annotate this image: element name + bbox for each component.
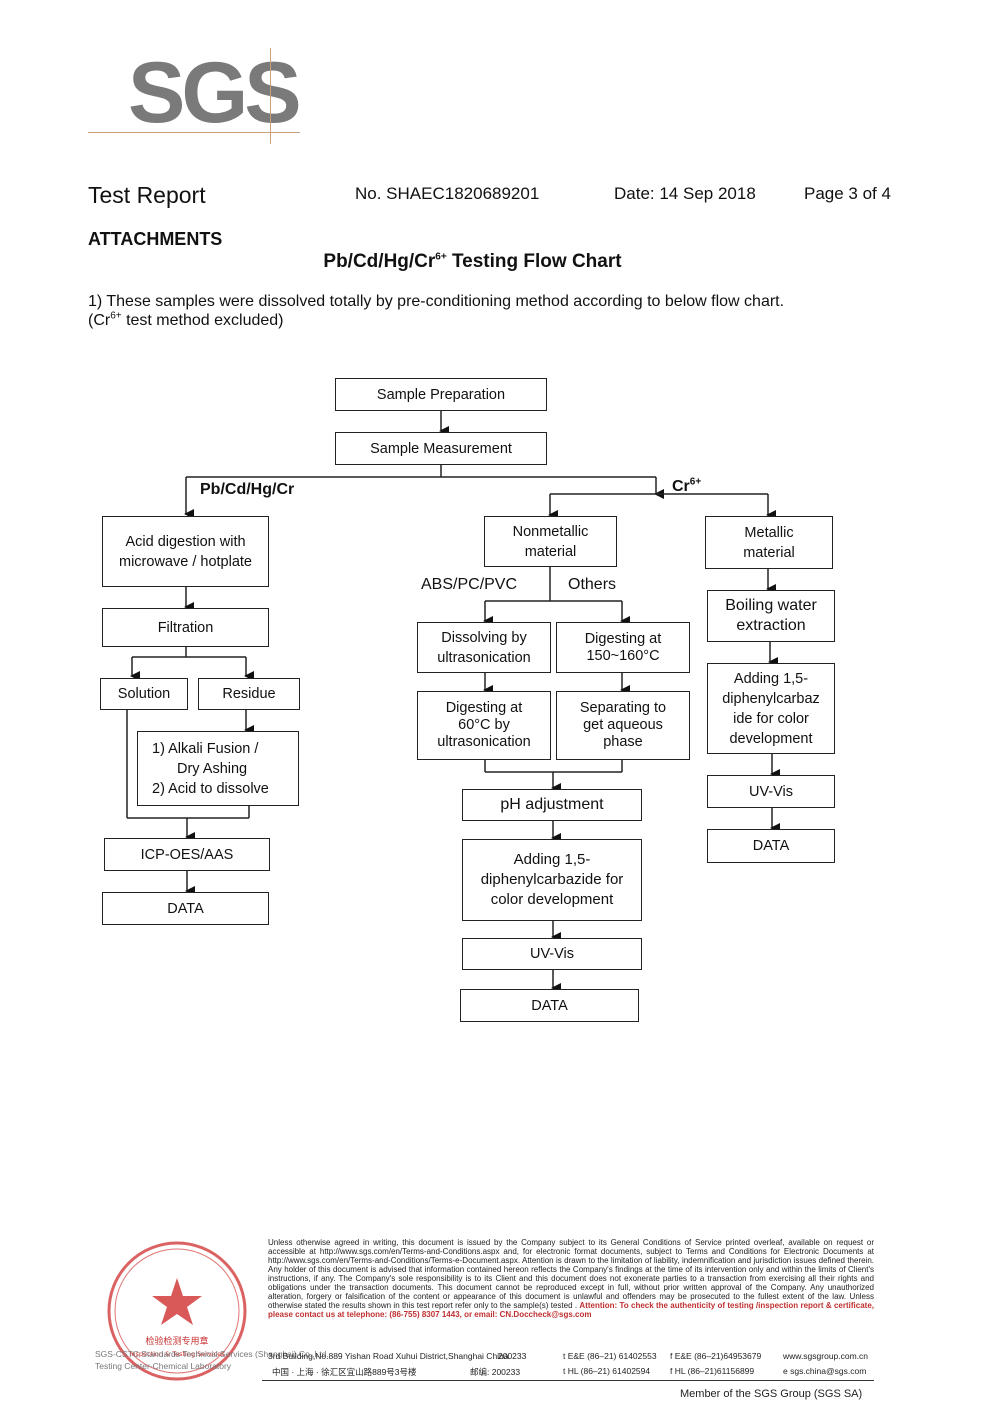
alkali-line-2: Dry Ashing bbox=[177, 760, 248, 777]
adding-right-line-2: diphenylcarbaz bbox=[722, 690, 820, 707]
postcode-english: 200233 bbox=[498, 1351, 527, 1361]
adding-mid-line-3: color development bbox=[490, 891, 614, 908]
label-abs-pc-pvc: ABS/PC/PVC bbox=[421, 576, 518, 593]
box-acid-digestion: Acid digestion with microwave / hotplate bbox=[102, 516, 269, 587]
footer-divider bbox=[262, 1380, 874, 1381]
note-line-2-prefix: (Cr bbox=[88, 312, 111, 329]
box-sample-measurement: Sample Measurement bbox=[335, 432, 547, 465]
adding-right-line-1: Adding 1,5- bbox=[733, 670, 809, 687]
adding-mid-line-2: diphenylcarbazide for bbox=[480, 871, 624, 888]
report-title: Test Report bbox=[88, 182, 206, 208]
alkali-line-3: 2) Acid to dissolve bbox=[152, 780, 269, 797]
attachments-heading: ATTACHMENTS bbox=[88, 229, 223, 249]
box-data-left: DATA bbox=[102, 892, 269, 925]
box-alkali-fusion: 1) Alkali Fusion / Dry Ashing 2) Acid to… bbox=[137, 731, 299, 806]
cstc-line-1: SGS-CSTC Standards Technical Services (S… bbox=[95, 1349, 329, 1359]
box-digesting-60: Digesting at 60°C by ultrasonication bbox=[417, 691, 551, 760]
acid-digestion-line-1: Acid digestion with bbox=[125, 533, 246, 550]
box-adding-diphenylcarbazide-right: Adding 1,5- diphenylcarbaz ide for color… bbox=[707, 663, 835, 754]
nonmetallic-line-1: Nonmetallic bbox=[512, 523, 589, 540]
box-digesting-150: Digesting at 150~160°C bbox=[556, 622, 690, 673]
address-english: 3rd Building,No.889 Yishan Road Xuhui Di… bbox=[268, 1351, 509, 1361]
telephone-hl: t HL (86–21) 61402594 bbox=[563, 1366, 651, 1376]
telephone-ee: t E&E (86–21) 61402553 bbox=[563, 1351, 657, 1361]
boiling-line-2: extraction bbox=[736, 617, 806, 634]
dissolving-line-2: ultrasonication bbox=[437, 649, 531, 666]
website: www.sgsgroup.com.cn bbox=[783, 1351, 869, 1361]
boiling-line-1: Boiling water bbox=[725, 597, 817, 614]
alkali-line-1: 1) Alkali Fusion / bbox=[152, 740, 259, 757]
page-number: Page 3 of 4 bbox=[804, 184, 891, 203]
branch-cr-prefix: Cr bbox=[672, 478, 690, 495]
box-data-middle: DATA bbox=[460, 989, 639, 1022]
digesting150-line-1: Digesting at bbox=[584, 630, 662, 647]
email: e sgs.china@sgs.com bbox=[783, 1366, 867, 1376]
metallic-line-2: material bbox=[743, 544, 795, 561]
branch-label-cr6: Cr6+ bbox=[672, 476, 702, 496]
sgs-logo: SGS bbox=[88, 45, 302, 148]
cstc-line-2: Testing Center-Chemical Laboratory bbox=[95, 1361, 232, 1371]
adding-right-line-3: ide for color bbox=[733, 710, 809, 727]
address-chinese: 中国 · 上海 · 徐汇区宜山路889号3号楼 bbox=[272, 1367, 417, 1377]
box-sample-preparation: Sample Preparation bbox=[335, 378, 547, 411]
box-adding-diphenylcarbazide-middle: Adding 1,5- diphenylcarbazide for color … bbox=[462, 839, 642, 921]
separating-line-3: phase bbox=[603, 734, 643, 750]
box-ph-adjustment: pH adjustment bbox=[462, 789, 642, 821]
branch-cr-sup: 6+ bbox=[689, 476, 702, 488]
box-metallic-material: Metallic material bbox=[705, 516, 833, 569]
box-nonmetallic-material: Nonmetallic material bbox=[484, 516, 617, 567]
dissolving-line-1: Dissolving by bbox=[441, 629, 527, 646]
stamp-center-text: 检验检测专用章 bbox=[145, 1335, 208, 1347]
box-separating-aqueous: Separating to get aqueous phase bbox=[556, 691, 690, 760]
note-line-1: 1) These samples were dissolved totally … bbox=[88, 293, 785, 310]
cstc-label: SGS-CSTC Standards Technical Services (S… bbox=[95, 1348, 329, 1372]
authenticity-attention: Attention: To check the authenticity of … bbox=[268, 1301, 875, 1319]
branch-label-pbcdhgcr: Pb/Cd/Hg/Cr bbox=[200, 481, 295, 498]
box-boiling-water-extraction: Boiling water extraction bbox=[707, 590, 835, 642]
digesting60-line-2: 60°C by bbox=[458, 717, 510, 733]
postcode-chinese: 邮编: 200233 bbox=[470, 1367, 521, 1377]
note-line-2: (Cr6+ test method excluded) bbox=[88, 310, 284, 330]
fax-hl: f HL (86–21)61156899 bbox=[670, 1366, 755, 1376]
box-dissolving-ultrasonication: Dissolving by ultrasonication bbox=[417, 622, 551, 673]
box-filtration: Filtration bbox=[102, 608, 269, 647]
logo-text: SGS bbox=[128, 45, 302, 141]
legal-disclaimer: Unless otherwise agreed in writing, this… bbox=[268, 1238, 874, 1319]
box-icp-oes-aas: ICP-OES/AAS bbox=[104, 838, 270, 871]
box-uv-vis-right: UV-Vis bbox=[707, 775, 835, 808]
digesting60-line-3: ultrasonication bbox=[437, 734, 531, 750]
separating-line-2: get aqueous bbox=[583, 717, 663, 733]
acid-digestion-line-2: microwave / hotplate bbox=[119, 553, 252, 570]
box-solution: Solution bbox=[100, 678, 188, 710]
box-uv-vis-middle: UV-Vis bbox=[462, 938, 642, 970]
logo-rule-horizontal bbox=[88, 132, 300, 133]
digesting150-line-2: 150~160°C bbox=[586, 647, 660, 664]
label-others: Others bbox=[568, 576, 617, 593]
fax-ee: f E&E (86–21)64953679 bbox=[670, 1351, 762, 1361]
nonmetallic-line-2: material bbox=[524, 543, 577, 560]
disclaimer-text: Unless otherwise agreed in writing, this… bbox=[268, 1238, 874, 1310]
note-line-2-sup: 6+ bbox=[110, 310, 122, 322]
separating-line-1: Separating to bbox=[579, 700, 667, 716]
chart-title: Pb/Cd/Hg/Cr6+ Testing Flow Chart bbox=[0, 251, 945, 273]
stamp-sub-text: Inspection & Testing Services bbox=[129, 1350, 225, 1358]
chart-title-suffix: Testing Flow Chart bbox=[446, 251, 622, 272]
box-residue: Residue bbox=[198, 678, 300, 710]
report-number: No. SHAEC1820689201 bbox=[355, 184, 540, 203]
logo-rule-vertical bbox=[270, 48, 271, 144]
sgs-group-member: Member of the SGS Group (SGS SA) bbox=[680, 1388, 863, 1400]
box-data-right: DATA bbox=[707, 829, 835, 863]
company-seal-stamp: 检验检测专用章 Inspection & Testing Services bbox=[107, 1241, 247, 1381]
digesting60-line-1: Digesting at bbox=[445, 700, 523, 716]
chart-title-prefix: Pb/Cd/Hg/Cr bbox=[323, 251, 436, 272]
metallic-line-1: Metallic bbox=[744, 524, 794, 541]
note-line-2-suffix: test method excluded) bbox=[121, 312, 284, 329]
report-date: Date: 14 Sep 2018 bbox=[614, 184, 756, 203]
adding-mid-line-1: Adding 1,5- bbox=[513, 851, 591, 868]
chart-title-sup: 6+ bbox=[435, 251, 447, 263]
adding-right-line-4: development bbox=[729, 730, 813, 747]
